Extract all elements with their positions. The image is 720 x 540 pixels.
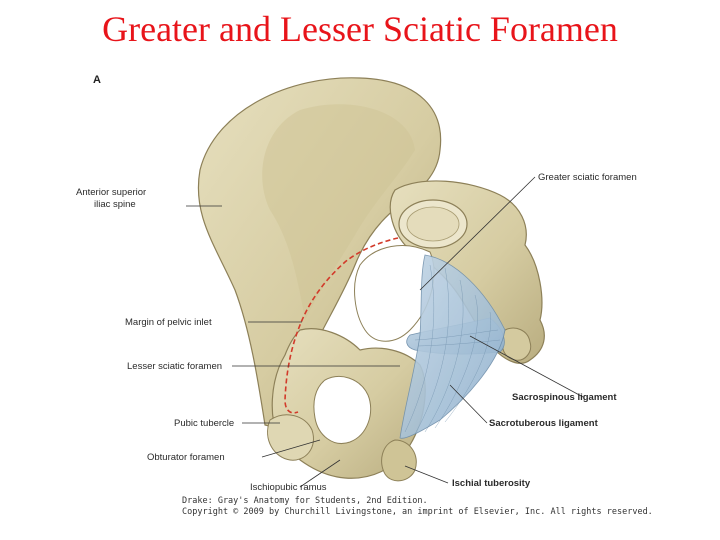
label-sacrospinous-ligament: Sacrospinous ligament xyxy=(512,392,617,403)
credit-line-1: Drake: Gray's Anatomy for Students, 2nd … xyxy=(182,496,428,506)
obturator-foramen xyxy=(313,376,372,444)
ischial-tuberosity xyxy=(381,439,417,482)
label-ischial-tuberosity: Ischial tuberosity xyxy=(452,478,531,489)
slide-title: Greater and Lesser Sciatic Foramen xyxy=(102,9,618,49)
coccyx xyxy=(501,327,532,361)
iliac-fossa xyxy=(262,104,415,320)
label-greater-sciatic-foramen: Greater sciatic foramen xyxy=(538,172,637,183)
leader-lines xyxy=(186,176,584,488)
sacrotuberous-ligament xyxy=(399,254,506,439)
label-sacrotuberous-ligament: Sacrotuberous ligament xyxy=(489,418,598,429)
pubic-body xyxy=(267,414,314,461)
label-pubic-tubercle: Pubic tubercle xyxy=(174,418,235,429)
pelvic-inlet-margin xyxy=(284,237,399,414)
label-ischiopubic-ramus: Ischiopubic ramus xyxy=(250,482,327,493)
label-asis-line2: iliac spine xyxy=(94,199,136,210)
panel-letter: A xyxy=(93,74,101,86)
label-asis-line1: Anterior superior xyxy=(76,187,147,198)
label-lesser-sciatic-foramen: Lesser sciatic foramen xyxy=(127,361,223,372)
label-obturator-foramen: Obturator foramen xyxy=(147,452,225,463)
label-margin-pelvic-inlet: Margin of pelvic inlet xyxy=(125,317,212,328)
credit-line-2: Copyright © 2009 by Churchill Livingston… xyxy=(182,507,653,517)
greater-sciatic-foramen-opening xyxy=(354,245,435,342)
ligament-fibres xyxy=(404,264,501,435)
